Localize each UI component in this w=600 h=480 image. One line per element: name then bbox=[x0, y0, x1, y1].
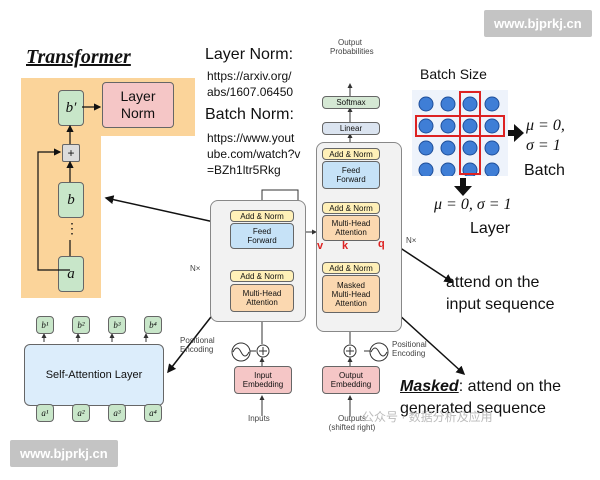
outputs-label: Outputs (shifted right) bbox=[328, 414, 376, 432]
batch-equation: μ = 0, σ = 1 bbox=[526, 117, 565, 154]
positional-encoding-right: Positional Encoding bbox=[392, 340, 427, 358]
encoder-add-norm-top: Add & Norm bbox=[230, 210, 294, 222]
decoder-feed-forward: Feed Forward bbox=[322, 161, 380, 189]
decoder-add-norm-mid: Add & Norm bbox=[322, 202, 380, 214]
layer-label: Layer bbox=[470, 220, 511, 237]
masked-word: Masked bbox=[400, 378, 459, 395]
output-embedding-box: Output Embedding bbox=[322, 366, 380, 394]
v-label: v bbox=[317, 240, 324, 252]
encoder-feed-forward: Feed Forward bbox=[230, 223, 294, 249]
a3-box: a³ bbox=[108, 404, 126, 422]
layer-norm-box: Layer Norm bbox=[102, 82, 174, 128]
faded-watermark-text: 公众号 · 数据分析及应用 bbox=[362, 410, 493, 424]
decoder-add-norm-bottom: Add & Norm bbox=[322, 262, 380, 274]
ellipsis-dots: ⋮ bbox=[65, 220, 79, 236]
layer-norm-link[interactable]: https://arxiv.org/ abs/1607.06450 bbox=[207, 69, 294, 99]
watermark-bottom: www.bjprkj.cn bbox=[10, 440, 118, 467]
output-probabilities-label: Output Probabilities bbox=[330, 38, 374, 56]
masked-rest: : attend on the bbox=[458, 378, 562, 395]
a-box: a bbox=[58, 256, 84, 292]
linear-box: Linear bbox=[322, 122, 380, 135]
masked-annotation: Masked: attend on the bbox=[400, 378, 561, 396]
a4-box: a⁴ bbox=[144, 404, 162, 422]
softmax-box: Softmax bbox=[322, 96, 380, 109]
batch-norm-title: Batch Norm: bbox=[205, 106, 294, 123]
transformer-title: Transformer bbox=[26, 46, 131, 68]
generated-sequence-annotation: generated sequence bbox=[400, 400, 546, 417]
add-node-right-icon bbox=[343, 344, 357, 358]
positional-encoding-left: Positional Encoding bbox=[180, 336, 215, 354]
batch-size-label: Batch Size bbox=[420, 66, 487, 82]
batch-layer-grid bbox=[412, 90, 508, 176]
b-box: b bbox=[58, 182, 84, 218]
decoder-masked-multi-head-attention: Masked Multi-Head Attention bbox=[322, 275, 380, 313]
a-inputs-row: a¹ a² a³ a⁴ bbox=[36, 404, 166, 422]
plus-node: + bbox=[62, 144, 80, 162]
inputs-label: Inputs bbox=[248, 414, 270, 423]
layer-equation: μ = 0, σ = 1 bbox=[434, 196, 512, 213]
encoder-nx-label: N× bbox=[190, 264, 201, 273]
a2-box: a² bbox=[72, 404, 90, 422]
attend-input-annotation: attend on the input sequence bbox=[446, 274, 555, 313]
q-label: q bbox=[378, 238, 385, 250]
decoder-add-norm-top: Add & Norm bbox=[322, 148, 380, 160]
positional-encoding-right-icon bbox=[369, 342, 389, 362]
b2-box: b² bbox=[72, 316, 90, 334]
b-prime-box: b′ bbox=[58, 90, 84, 126]
a1-box: a¹ bbox=[36, 404, 54, 422]
b3-box: b³ bbox=[108, 316, 126, 334]
k-label: k bbox=[342, 240, 349, 252]
b4-box: b⁴ bbox=[144, 316, 162, 334]
decoder-nx-label: N× bbox=[406, 236, 417, 245]
self-attention-layer: Self-Attention Layer bbox=[24, 344, 164, 406]
add-node-left-icon bbox=[256, 344, 270, 358]
watermark-top: www.bjprkj.cn bbox=[484, 10, 592, 37]
positional-encoding-left-icon bbox=[231, 342, 251, 362]
input-embedding-box: Input Embedding bbox=[234, 366, 292, 394]
batch-label: Batch bbox=[524, 162, 565, 179]
encoder-multi-head-attention: Multi-Head Attention bbox=[230, 284, 294, 312]
b-outputs-row: b¹ b² b³ b⁴ bbox=[36, 316, 166, 334]
b1-box: b¹ bbox=[36, 316, 54, 334]
layer-norm-title: Layer Norm: bbox=[205, 46, 294, 63]
batch-norm-link[interactable]: https://www.yout ube.com/watch?v =BZh1lt… bbox=[207, 131, 301, 177]
decoder-multi-head-attention: Multi-Head Attention bbox=[322, 215, 380, 241]
encoder-add-norm-bottom: Add & Norm bbox=[230, 270, 294, 282]
